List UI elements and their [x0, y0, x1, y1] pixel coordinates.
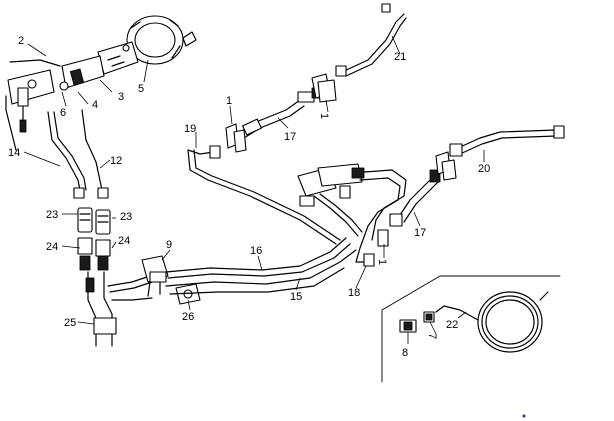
- callout-23-right: 23: [120, 211, 132, 223]
- central-junction: [297, 163, 407, 267]
- callout-15: 15: [290, 291, 302, 303]
- inset-box: [381, 275, 561, 383]
- callout-19: 19: [184, 123, 196, 135]
- brake-booster: [126, 15, 197, 65]
- callout-1-top: 1: [318, 113, 330, 119]
- callout-21: 21: [394, 51, 406, 63]
- brake-line-14: [47, 111, 87, 199]
- brake-hose-23-right: [95, 209, 111, 235]
- callout-6: 6: [60, 107, 66, 119]
- brake-line-22-coil: [435, 291, 549, 353]
- callout-12: 12: [110, 155, 122, 167]
- callout-17-upper: 17: [284, 131, 296, 143]
- bracket-1-right: [435, 151, 457, 181]
- brake-line-16: [165, 237, 351, 279]
- callout-23-left: 23: [46, 209, 58, 221]
- brake-hose-17-upper: [239, 87, 323, 139]
- callout-7: 7: [426, 333, 438, 339]
- callout-8: 8: [402, 347, 408, 359]
- callouts: 2 3 4 5 6 14 12 23 23 24 24 25 9 26 16 1…: [8, 35, 490, 359]
- brake-hose-23-left: [77, 207, 93, 233]
- brake-line-12: [81, 109, 109, 199]
- brake-hose-17-lower: [389, 169, 441, 227]
- callout-22: 22: [446, 319, 458, 331]
- callout-26: 26: [182, 311, 194, 323]
- callout-14: 14: [8, 147, 20, 159]
- proportioning-valve: [5, 59, 69, 151]
- callout-24-right: 24: [118, 235, 130, 247]
- fitting-8: [399, 319, 417, 333]
- brake-hose-24-right: [95, 239, 111, 271]
- callout-9: 9: [166, 239, 172, 251]
- brake-hose-24-left: [77, 237, 93, 271]
- brake-line-19: [187, 145, 341, 245]
- junction-block-9: [141, 255, 169, 297]
- callout-20: 20: [478, 163, 490, 175]
- brake-line-21: [335, 3, 407, 77]
- callout-24-left: 24: [46, 241, 58, 253]
- distribution-fitting-25: [85, 271, 153, 347]
- callout-17-lower: 17: [414, 227, 426, 239]
- brake-line-15: [165, 249, 357, 295]
- master-cylinder: [61, 41, 139, 89]
- brake-line-20: [449, 125, 565, 157]
- fitting-7: [423, 311, 435, 323]
- callout-2: 2: [18, 35, 24, 47]
- callout-4: 4: [92, 99, 98, 111]
- callout-5: 5: [138, 83, 144, 95]
- callout-1-upper: 1: [226, 95, 232, 107]
- callout-25: 25: [64, 317, 76, 329]
- leader-lines: [23, 35, 485, 344]
- callout-1-right: 1: [376, 259, 388, 265]
- bracket-1-top: [311, 73, 337, 103]
- bracket-1-upper: [225, 123, 247, 153]
- callout-16: 16: [250, 245, 262, 257]
- stray-marker: [522, 414, 526, 418]
- callout-3: 3: [118, 91, 124, 103]
- callout-18: 18: [348, 287, 360, 299]
